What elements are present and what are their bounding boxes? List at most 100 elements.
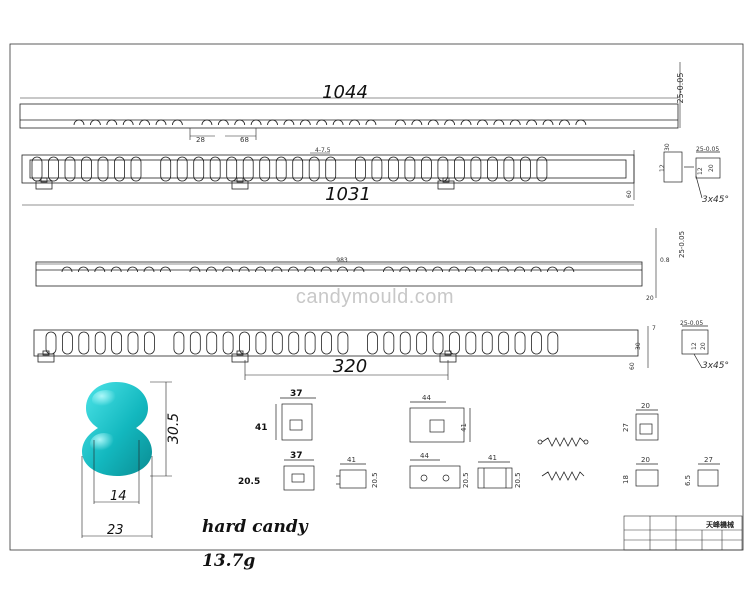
cavity xyxy=(143,266,155,273)
cavity xyxy=(222,331,234,355)
clip-tab xyxy=(40,177,48,183)
cavity xyxy=(97,156,109,182)
cavity xyxy=(325,156,337,182)
part2-w: 44 xyxy=(422,394,431,402)
bar3-dim-a: 0.8 xyxy=(660,257,670,264)
bar2-end-w: 25-0.05 xyxy=(696,146,719,153)
cavity xyxy=(349,119,360,126)
bar4-dim-b: 30 xyxy=(635,342,642,350)
part-3 xyxy=(635,409,659,441)
cavity xyxy=(271,266,283,273)
chamfer2-label: 3x45° xyxy=(702,361,729,371)
clip-tab xyxy=(444,350,452,356)
bar4-dimension xyxy=(244,326,649,380)
bar2-length-label: 1031 xyxy=(325,184,371,205)
clip-tab xyxy=(42,350,50,356)
cavity xyxy=(316,119,328,126)
part6-h: 20.5 xyxy=(462,472,470,488)
part1-w: 37 xyxy=(290,389,303,399)
bar2-end-b: 12 xyxy=(697,167,704,175)
cavity xyxy=(288,331,300,355)
bar2-end-section xyxy=(663,151,721,199)
cavity xyxy=(481,331,493,355)
cavity xyxy=(130,156,142,182)
clip-tab xyxy=(236,350,244,356)
cavity xyxy=(176,156,188,182)
cavity xyxy=(415,266,427,273)
bar3-dim-b: 20 xyxy=(646,295,654,302)
cavity xyxy=(106,119,118,126)
bar4-dim-c: 60 xyxy=(629,362,636,370)
cavity xyxy=(399,331,411,355)
cavity xyxy=(62,331,73,355)
cavity xyxy=(48,156,59,182)
cavity xyxy=(61,266,73,273)
spacing-label: 320 xyxy=(333,356,367,377)
bar2-dimension xyxy=(22,150,635,206)
part-8 xyxy=(635,463,659,487)
cavity xyxy=(259,156,271,182)
cavity xyxy=(354,156,366,182)
cavity xyxy=(547,331,559,355)
cavity xyxy=(465,331,477,355)
cavity xyxy=(520,156,531,182)
cavity xyxy=(498,331,510,355)
cavity xyxy=(127,331,139,355)
cavity xyxy=(201,119,213,126)
part7-w: 41 xyxy=(488,454,497,462)
part8-h: 18 xyxy=(622,475,630,484)
cavity xyxy=(514,331,526,355)
cavity-pitch-a: 28 xyxy=(196,136,205,144)
cavity xyxy=(367,331,378,355)
cavity xyxy=(287,266,299,273)
cavity xyxy=(292,156,304,182)
cavity xyxy=(226,156,238,182)
bar1-height-label: 25-0.05 xyxy=(676,73,685,104)
cavity xyxy=(267,119,278,126)
cavity xyxy=(31,156,43,182)
watermark: candymould.com xyxy=(295,286,455,308)
clip xyxy=(437,180,455,190)
cavity xyxy=(575,119,587,126)
cavity xyxy=(332,119,344,126)
bar4-end-h2: 12 xyxy=(691,342,698,350)
cavity xyxy=(173,331,185,355)
part4-w: 37 xyxy=(290,451,303,461)
cavity xyxy=(337,331,349,355)
title-block xyxy=(623,515,743,551)
cavity xyxy=(189,331,201,355)
cavity xyxy=(432,266,444,273)
part7-h: 20.5 xyxy=(514,472,522,488)
cavity xyxy=(172,119,183,126)
cavity xyxy=(337,266,348,273)
part3-w: 20 xyxy=(641,402,650,410)
cavity xyxy=(255,266,266,273)
part-4 xyxy=(283,459,315,491)
product-name: hard candy xyxy=(202,517,308,537)
cavity xyxy=(155,119,167,126)
bar1-dimension xyxy=(20,62,681,140)
cavity xyxy=(321,331,332,355)
cavity xyxy=(559,119,570,126)
cavity xyxy=(275,156,287,182)
cavity xyxy=(432,331,444,355)
clip xyxy=(231,353,249,363)
cavity xyxy=(387,156,399,182)
cavity xyxy=(365,119,377,126)
drawing-border xyxy=(9,43,744,551)
part6-w: 44 xyxy=(420,452,429,460)
part-6 xyxy=(409,459,461,489)
bar2-h-c: 12 xyxy=(659,164,666,172)
clip xyxy=(35,180,53,190)
cavity xyxy=(64,156,76,182)
cavity xyxy=(420,156,432,182)
cavity xyxy=(127,266,138,273)
cavity xyxy=(448,266,460,273)
cavity xyxy=(206,331,218,355)
clip-tab xyxy=(442,177,450,183)
cavity xyxy=(416,331,428,355)
cavity xyxy=(563,266,575,273)
cavity xyxy=(299,119,311,126)
cavity xyxy=(427,119,439,126)
bar4-end-h1: 20 xyxy=(700,342,707,350)
